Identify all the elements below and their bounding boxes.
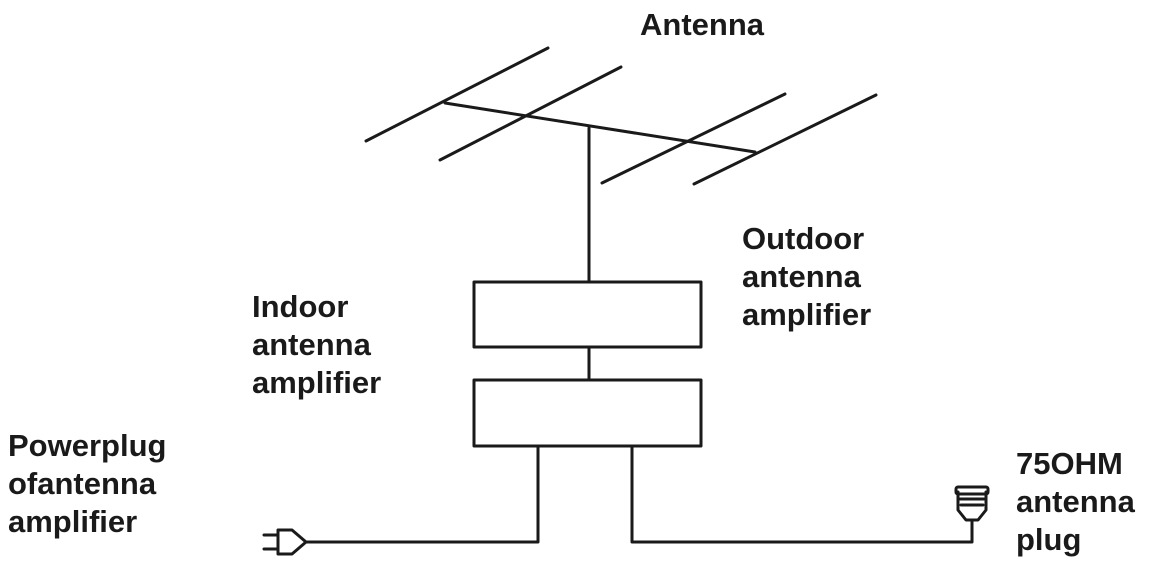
indoor-amplifier-label: Indoor antenna amplifier — [252, 288, 381, 402]
power-plug-label-line: Powerplug — [8, 428, 167, 463]
power-plug-icon — [262, 528, 308, 556]
antenna-plug-label: 75OHM antenna plug — [1016, 445, 1135, 559]
antenna-label-text: Antenna — [640, 7, 764, 42]
antenna-element-4 — [692, 93, 878, 186]
antenna-plug-label-line: plug — [1016, 522, 1082, 557]
indoor-amplifier-label-line: amplifier — [252, 365, 382, 400]
power-cable — [304, 444, 540, 544]
antenna-output-cable — [630, 444, 974, 544]
antenna-boom — [443, 101, 757, 154]
yagi-antenna — [364, 46, 878, 186]
antenna-element-1 — [364, 46, 550, 143]
coax-plug-icon — [954, 485, 990, 522]
outdoor-amplifier-label-line: antenna — [742, 259, 861, 294]
outdoor-amplifier-label-line: Outdoor — [742, 221, 865, 256]
power-plug-label: Powerplug ofantenna amplifier — [8, 427, 166, 541]
outdoor-amplifier-label: Outdoor antenna amplifier — [742, 220, 871, 334]
indoor-amplifier-label-line: antenna — [252, 327, 371, 362]
power-plug-label-line: ofantenna — [8, 466, 157, 501]
outdoor-amplifier-label-line: amplifier — [742, 297, 872, 332]
indoor-amplifier-label-line: Indoor — [252, 289, 349, 324]
power-plug-label-line: amplifier — [8, 504, 138, 539]
antenna-element-2 — [438, 65, 623, 162]
indoor-amplifier-box — [472, 378, 703, 448]
antenna-label: Antenna — [640, 6, 764, 44]
outdoor-amplifier-box — [472, 280, 703, 349]
antenna-element-3 — [600, 92, 787, 185]
antenna-plug-label-line: 75OHM — [1016, 446, 1123, 481]
antenna-plug-label-line: antenna — [1016, 484, 1135, 519]
